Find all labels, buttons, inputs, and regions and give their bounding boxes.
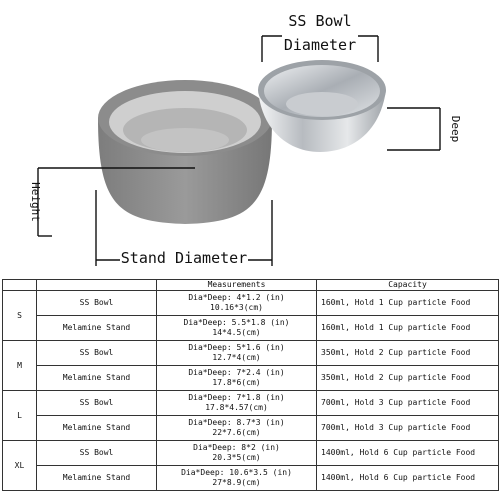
item-cell: SS Bowl (36, 390, 157, 416)
size-cell: L (2, 390, 37, 441)
ss-bowl-image (258, 60, 386, 152)
measurement-cell: Dia*Deep: 5.5*1.8 (in) 14*4.5(cm) (156, 315, 317, 341)
measurement-inches: Dia*Deep: 5.5*1.8 (in) (183, 318, 290, 327)
table-row: L SS Bowl Dia*Deep: 7*1.8 (in) 17.8*4.57… (2, 390, 499, 441)
table-row: Melamine Stand Dia*Deep: 8.7*3 (in) 22*7… (3, 415, 499, 441)
table-row: Melamine Stand Dia*Deep: 5.5*1.8 (in) 14… (3, 315, 499, 341)
measurement-cell: Dia*Deep: 8.7*3 (in) 22*7.6(cm) (156, 415, 317, 441)
measurement-cm: 17.8*4.57(cm) (205, 403, 268, 412)
measurement-cm: 27*8.9(cm) (212, 478, 261, 487)
measurement-inches: Dia*Deep: 4*1.2 (in) (188, 293, 285, 302)
capacity-cell: 350ml, Hold 2 Cup particle Food (316, 365, 499, 391)
item-cell: SS Bowl (36, 340, 157, 366)
measurement-cell: Dia*Deep: 4*1.2 (in) 10.16*3(cm) (156, 290, 317, 316)
diameter-label: Diameter (284, 36, 356, 54)
size-cell: S (2, 290, 37, 341)
capacity-cell: 160ml, Hold 1 Cup particle Food (316, 290, 499, 316)
measurement-cell: Dia*Deep: 7*1.8 (in) 17.8*4.57(cm) (156, 390, 317, 416)
capacity-cell: 1400ml, Hold 6 Cup particle Food (316, 440, 499, 466)
measurement-cell: Dia*Deep: 5*1.6 (in) 12.7*4(cm) (156, 340, 317, 366)
measurement-cm: 22*7.6(cm) (212, 428, 261, 437)
measurement-cell: Dia*Deep: 8*2 (in) 20.3*5(cm) (156, 440, 317, 466)
item-cell: SS Bowl (36, 290, 157, 316)
item-cell: Melamine Stand (36, 415, 157, 441)
capacity-cell: 350ml, Hold 2 Cup particle Food (316, 340, 499, 366)
measurement-inches: Dia*Deep: 10.6*3.5 (in) (181, 468, 292, 477)
measurement-inches: Dia*Deep: 5*1.6 (in) (188, 343, 285, 352)
header-capacity: Capacity (316, 279, 499, 291)
table-row: Melamine Stand Dia*Deep: 10.6*3.5 (in) 2… (3, 465, 499, 491)
capacity-cell: 700ml, Hold 3 Cup particle Food (316, 390, 499, 416)
measurement-cell: Dia*Deep: 10.6*3.5 (in) 27*8.9(cm) (156, 465, 317, 491)
measurement-cm: 12.7*4(cm) (212, 353, 261, 362)
item-cell: SS Bowl (36, 440, 157, 466)
table-row: Melamine Stand Dia*Deep: 7*2.4 (in) 17.8… (3, 365, 499, 391)
item-cell: Melamine Stand (36, 315, 157, 341)
measurement-cm: 14*4.5(cm) (212, 328, 261, 337)
table-row: S SS Bowl Dia*Deep: 4*1.2 (in) 10.16*3(c… (2, 290, 499, 341)
dimension-lines (37, 35, 441, 266)
spec-table-header: Measurements Capacity (2, 279, 499, 291)
item-cell: Melamine Stand (36, 365, 157, 391)
measurement-inches: Dia*Deep: 8.7*3 (in) (188, 418, 285, 427)
size-cell: M (2, 340, 37, 391)
deep-label: Deep (449, 116, 462, 143)
measurement-cm: 20.3*5(cm) (212, 453, 261, 462)
melamine-stand-image (98, 80, 272, 224)
table-row: M SS Bowl Dia*Deep: 5*1.6 (in) 12.7*4(cm… (2, 340, 499, 391)
header-item (36, 279, 157, 291)
height-label: Height (29, 182, 42, 222)
capacity-cell: 700ml, Hold 3 Cup particle Food (316, 415, 499, 441)
measurement-inches: Dia*Deep: 7*2.4 (in) (188, 368, 285, 377)
capacity-cell: 1400ml, Hold 6 Cup particle Food (316, 465, 499, 491)
table-row: XL SS Bowl Dia*Deep: 8*2 (in) 20.3*5(cm)… (2, 440, 499, 491)
header-size (2, 279, 37, 291)
measurement-cm: 17.8*6(cm) (212, 378, 261, 387)
measurement-cell: Dia*Deep: 7*2.4 (in) 17.8*6(cm) (156, 365, 317, 391)
ss-bowl-label: SS Bowl (288, 12, 351, 30)
capacity-cell: 160ml, Hold 1 Cup particle Food (316, 315, 499, 341)
product-figure: SS Bowl Diameter Deep Height Stand Diame… (29, 12, 462, 267)
spec-table: Measurements Capacity S SS Bowl Dia*Deep… (2, 279, 499, 491)
item-cell: Melamine Stand (36, 465, 157, 491)
measurement-cm: 10.16*3(cm) (210, 303, 263, 312)
measurement-inches: Dia*Deep: 7*1.8 (in) (188, 393, 285, 402)
stand-diameter-label: Stand Diameter (121, 249, 247, 267)
size-cell: XL (2, 440, 37, 491)
measurement-inches: Dia*Deep: 8*2 (in) (193, 443, 280, 452)
header-measurements: Measurements (156, 279, 317, 291)
